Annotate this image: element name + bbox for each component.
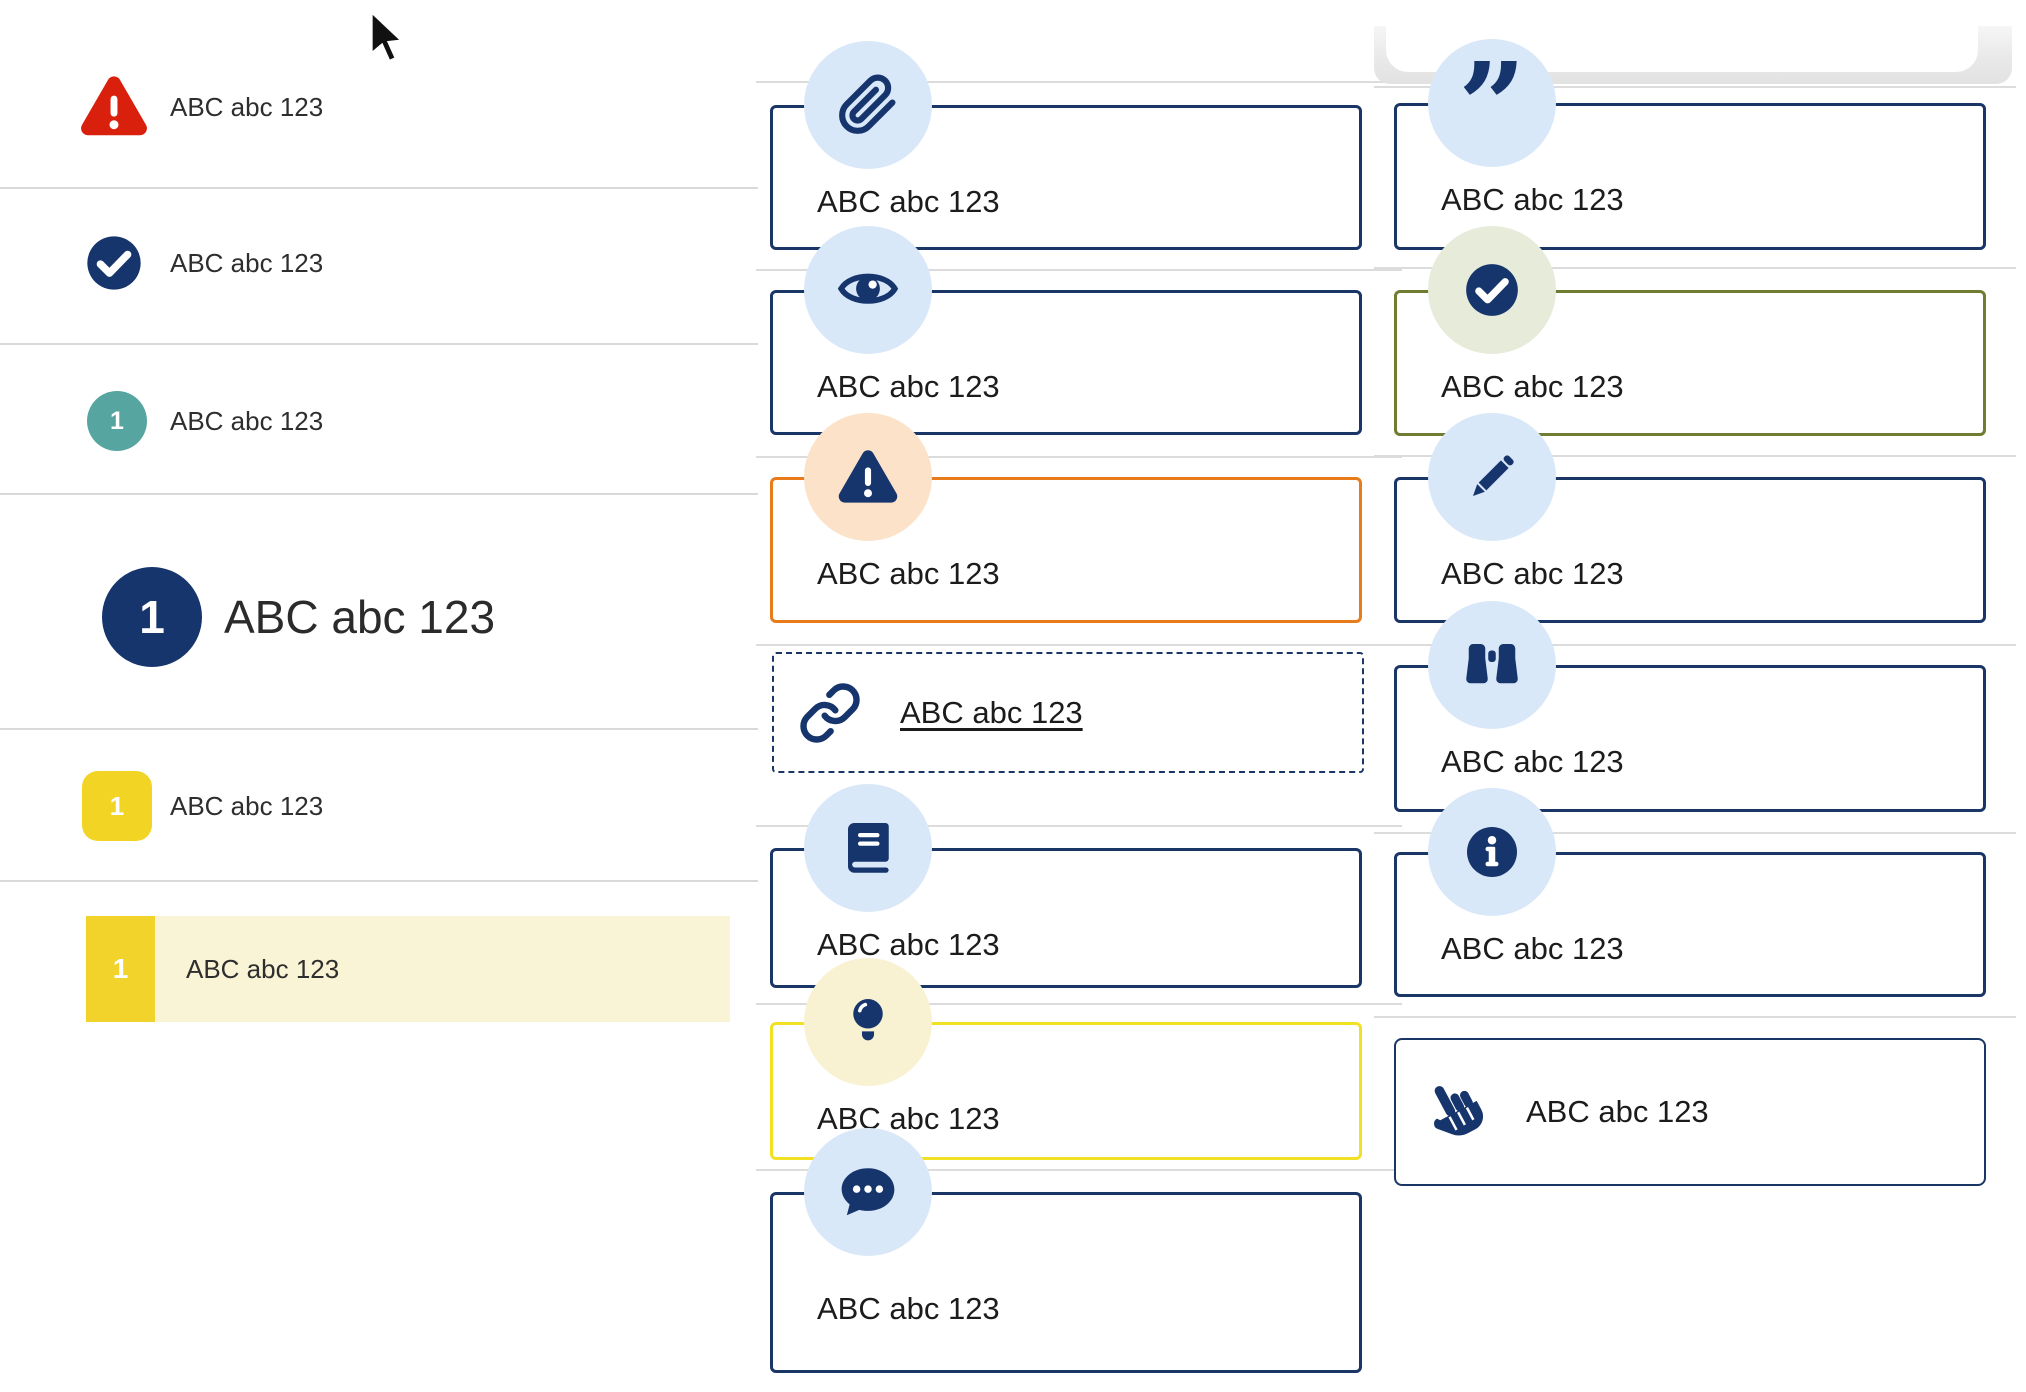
callout-label: ABC abc 123 — [1441, 744, 1624, 779]
number-badge-icon: 1 — [87, 391, 147, 451]
callout-label: ABC abc 123 — [1441, 369, 1624, 404]
hand-pointer-icon — [1424, 1079, 1490, 1145]
mouse-cursor — [368, 7, 410, 73]
row-divider — [1374, 455, 2016, 457]
paperclip-icon — [804, 41, 932, 169]
list-item-label: ABC abc 123 — [170, 91, 324, 122]
binoculars-icon — [1428, 601, 1556, 729]
callout-label: ABC abc 123 — [1441, 182, 1624, 217]
row-divider — [1374, 267, 2016, 269]
callout-label: ABC abc 123 — [817, 184, 1000, 219]
eye-icon — [804, 226, 932, 354]
list-item-label: ABC abc 123 — [170, 790, 324, 821]
list-item-check[interactable]: ABC abc 123 — [0, 196, 323, 330]
quote-glyph: ” — [1458, 39, 1526, 167]
hyperlink[interactable]: ABC abc 123 — [900, 694, 1083, 730]
divider — [0, 187, 758, 189]
row-divider — [756, 456, 1402, 458]
number-square-icon: 1 — [82, 771, 152, 841]
action-label: ABC abc 123 — [1526, 1094, 1709, 1129]
callout-label: ABC abc 123 — [817, 369, 1000, 404]
book-icon — [804, 784, 932, 912]
row-divider — [756, 81, 1402, 83]
list-item-label: ABC abc 123 — [170, 405, 324, 436]
row-divider — [1374, 1016, 2016, 1018]
list-item-label: ABC abc 123 — [170, 247, 324, 278]
divider — [0, 728, 758, 730]
lightbulb-icon — [804, 958, 932, 1086]
list-item-number-square[interactable]: 1 ABC abc 123 — [0, 739, 323, 873]
check-circle-icon — [82, 231, 146, 295]
row-divider — [756, 269, 1402, 271]
divider — [0, 880, 758, 882]
list-item-label: ABC abc 123 — [186, 953, 340, 984]
callout-card-eye: ABC abc 123 — [770, 290, 1362, 435]
callout-label: ABC abc 123 — [817, 1291, 1000, 1326]
info-circle-icon — [1428, 788, 1556, 916]
divider — [0, 493, 758, 495]
list-item-number-large[interactable]: 1 ABC abc 123 — [0, 550, 495, 684]
list-item-highlighted[interactable]: 1 ABC abc 123 — [86, 916, 730, 1022]
row-divider — [1374, 644, 2016, 646]
row-divider — [1374, 86, 2016, 88]
list-item-label-large: ABC abc 123 — [224, 591, 496, 643]
row-divider — [1374, 832, 2016, 834]
callout-label: ABC abc 123 — [1441, 556, 1624, 591]
row-divider — [756, 644, 1402, 646]
number-badge-large-icon: 1 — [102, 567, 202, 667]
divider — [0, 343, 758, 345]
number-square-icon: 1 — [86, 916, 155, 1022]
callout-card-action[interactable]: ABC abc 123 — [1394, 1038, 1986, 1186]
callout-card-link[interactable]: ABC abc 123 — [772, 652, 1364, 773]
callout-label: ABC abc 123 — [817, 927, 1000, 962]
callout-label: ABC abc 123 — [817, 556, 1000, 591]
list-item-warning[interactable]: ABC abc 123 — [0, 40, 323, 174]
row-divider — [756, 825, 1402, 827]
callout-label: ABC abc 123 — [1441, 931, 1624, 966]
link-icon — [798, 681, 862, 745]
pencil-icon — [1428, 413, 1556, 541]
row-divider — [756, 1003, 1402, 1005]
quote-icon: ” — [1428, 39, 1556, 167]
chat-bubble-icon — [804, 1128, 932, 1256]
row-divider — [756, 1169, 1402, 1171]
check-circle-icon — [1428, 226, 1556, 354]
warning-triangle-icon — [78, 74, 150, 140]
list-item-number-1[interactable]: 1 ABC abc 123 — [0, 354, 323, 488]
warning-triangle-icon — [804, 413, 932, 541]
